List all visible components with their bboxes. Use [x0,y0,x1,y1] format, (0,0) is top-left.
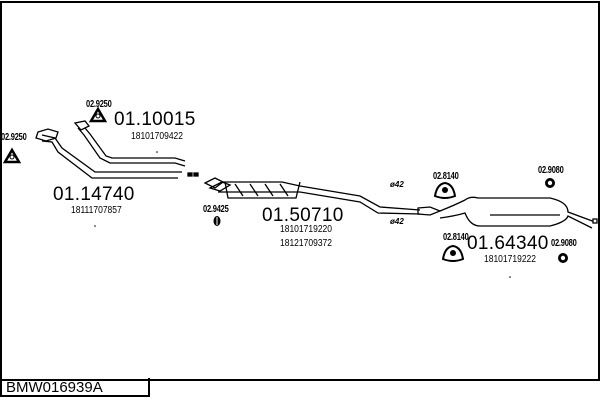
accessory-number[interactable]: 02.9080 [538,165,564,176]
front-pipe-upper-drawing[interactable] [73,120,186,167]
rubber-ring-icon[interactable] [558,253,568,263]
part-number-rear-silencer[interactable]: 01.64340 [467,233,549,254]
accessory-number[interactable]: 02.8140 [443,232,469,243]
accessory-number[interactable]: 02.8140 [433,171,459,182]
oem-number: 18101719222 [484,254,537,265]
front-pipe-lower-drawing[interactable] [35,128,182,179]
diameter-label: ø42 [390,180,404,189]
oem-number: 18111707857 [71,205,122,216]
part-number-middle-silencer[interactable]: 01.50710 [262,205,344,226]
rubber-mount-icon[interactable] [441,244,465,262]
part-number-front-pipe-lower[interactable]: 01.14740 [53,184,135,205]
diagram-frame [0,1,600,381]
oem-number: 18101709422 [131,131,184,142]
triangle-gasket-icon[interactable] [2,147,22,164]
accessory-number[interactable]: 02.9250 [86,99,112,110]
diagram-code-box: BMW016939A [0,378,150,397]
accessory-number[interactable]: 02.9425 [203,204,229,215]
rear-silencer-drawing[interactable] [417,196,596,229]
middle-silencer-drawing[interactable] [203,177,421,215]
diameter-label: ø42 [390,217,404,226]
rubber-mount-icon[interactable] [433,181,457,199]
oem-number: 18101719220 [280,224,333,235]
triangle-gasket-icon[interactable] [88,106,108,123]
rubber-ring-icon[interactable] [213,216,221,226]
accessory-number[interactable]: 02.9250 [1,132,27,143]
accessory-number[interactable]: 02.9080 [551,238,577,249]
oem-number: 18121709372 [280,238,333,249]
diagram-code: BMW016939A [6,379,103,396]
part-number-front-pipe-upper[interactable]: 01.10015 [114,109,196,130]
rubber-ring-icon[interactable] [545,178,555,188]
